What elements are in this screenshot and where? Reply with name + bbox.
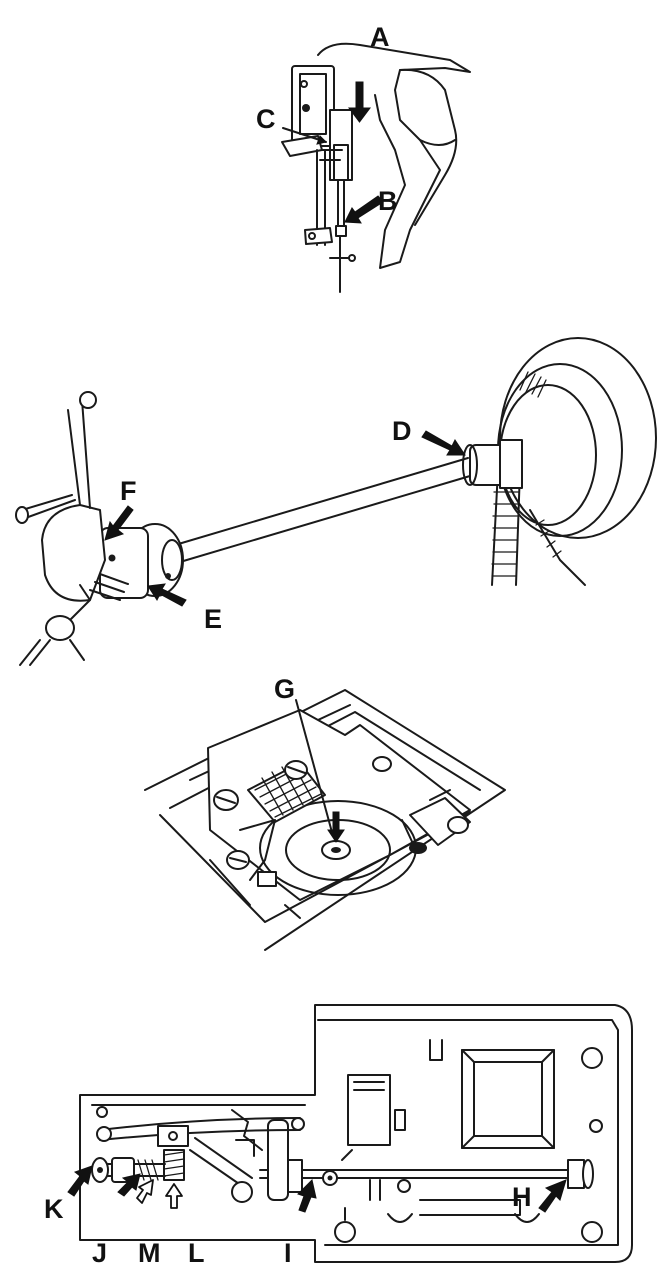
label-d: D — [392, 416, 412, 446]
label-i: I — [284, 1238, 292, 1268]
label-h: H — [512, 1182, 532, 1212]
label-k: K — [44, 1194, 64, 1224]
label-j: J — [92, 1238, 107, 1268]
figure-needle-plate: G — [144, 674, 506, 951]
figure-base-underside: K J M L I H — [44, 1004, 633, 1268]
arrow-d — [421, 430, 466, 456]
arrow-a — [348, 81, 371, 123]
label-c: C — [256, 104, 276, 134]
label-l: L — [188, 1238, 205, 1268]
label-g: G — [274, 674, 295, 704]
label-b: B — [378, 186, 398, 216]
arrow-m — [136, 1179, 154, 1204]
figure-presser-foot: A B C — [256, 22, 471, 293]
arrow-f — [104, 505, 134, 541]
label-f: F — [120, 476, 137, 506]
label-m: M — [138, 1238, 161, 1268]
arrow-j — [117, 1173, 141, 1197]
arrow-i — [297, 1179, 317, 1213]
arrow-k — [67, 1165, 93, 1197]
label-e: E — [204, 604, 222, 634]
label-a: A — [370, 22, 390, 52]
arrow-g — [327, 811, 345, 843]
arrow-e — [147, 583, 187, 607]
arrow-b — [344, 195, 384, 224]
figure-main-shaft: D E F — [15, 337, 657, 666]
arrow-l — [165, 1183, 183, 1209]
arrow-h — [538, 1179, 567, 1213]
